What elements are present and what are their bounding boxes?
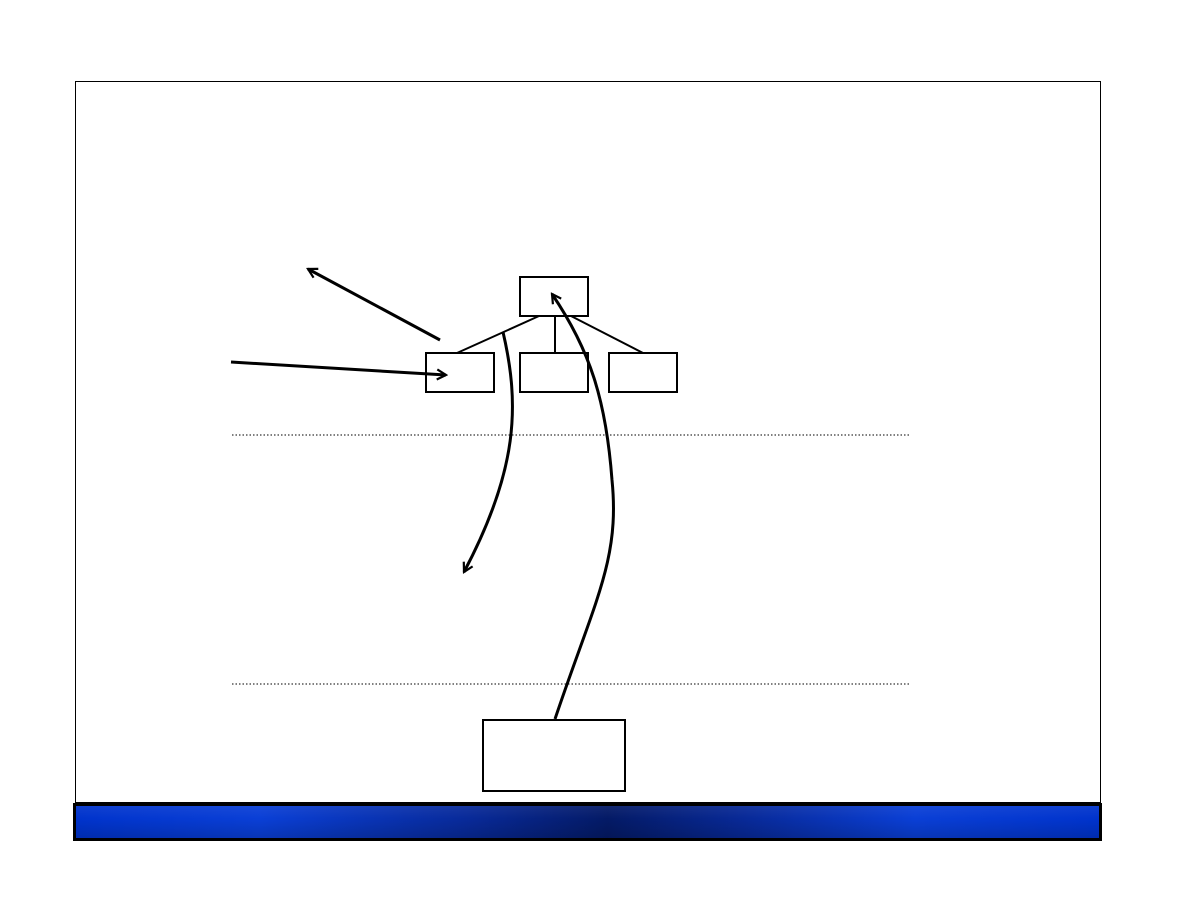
bottom-box — [482, 719, 626, 792]
child-box-left — [425, 352, 495, 393]
edge-root-left — [456, 315, 540, 354]
arrow-up-left — [308, 267, 441, 342]
child-box-middle — [519, 352, 589, 393]
footer-bar — [73, 803, 1102, 841]
arrow-curve-up-to-root — [552, 294, 615, 720]
edge-root-right — [570, 315, 644, 354]
slide-frame — [75, 81, 1101, 803]
child-box-right — [608, 352, 678, 393]
arrow-into-left-child — [230, 360, 446, 375]
arrow-curve-down — [462, 331, 514, 572]
